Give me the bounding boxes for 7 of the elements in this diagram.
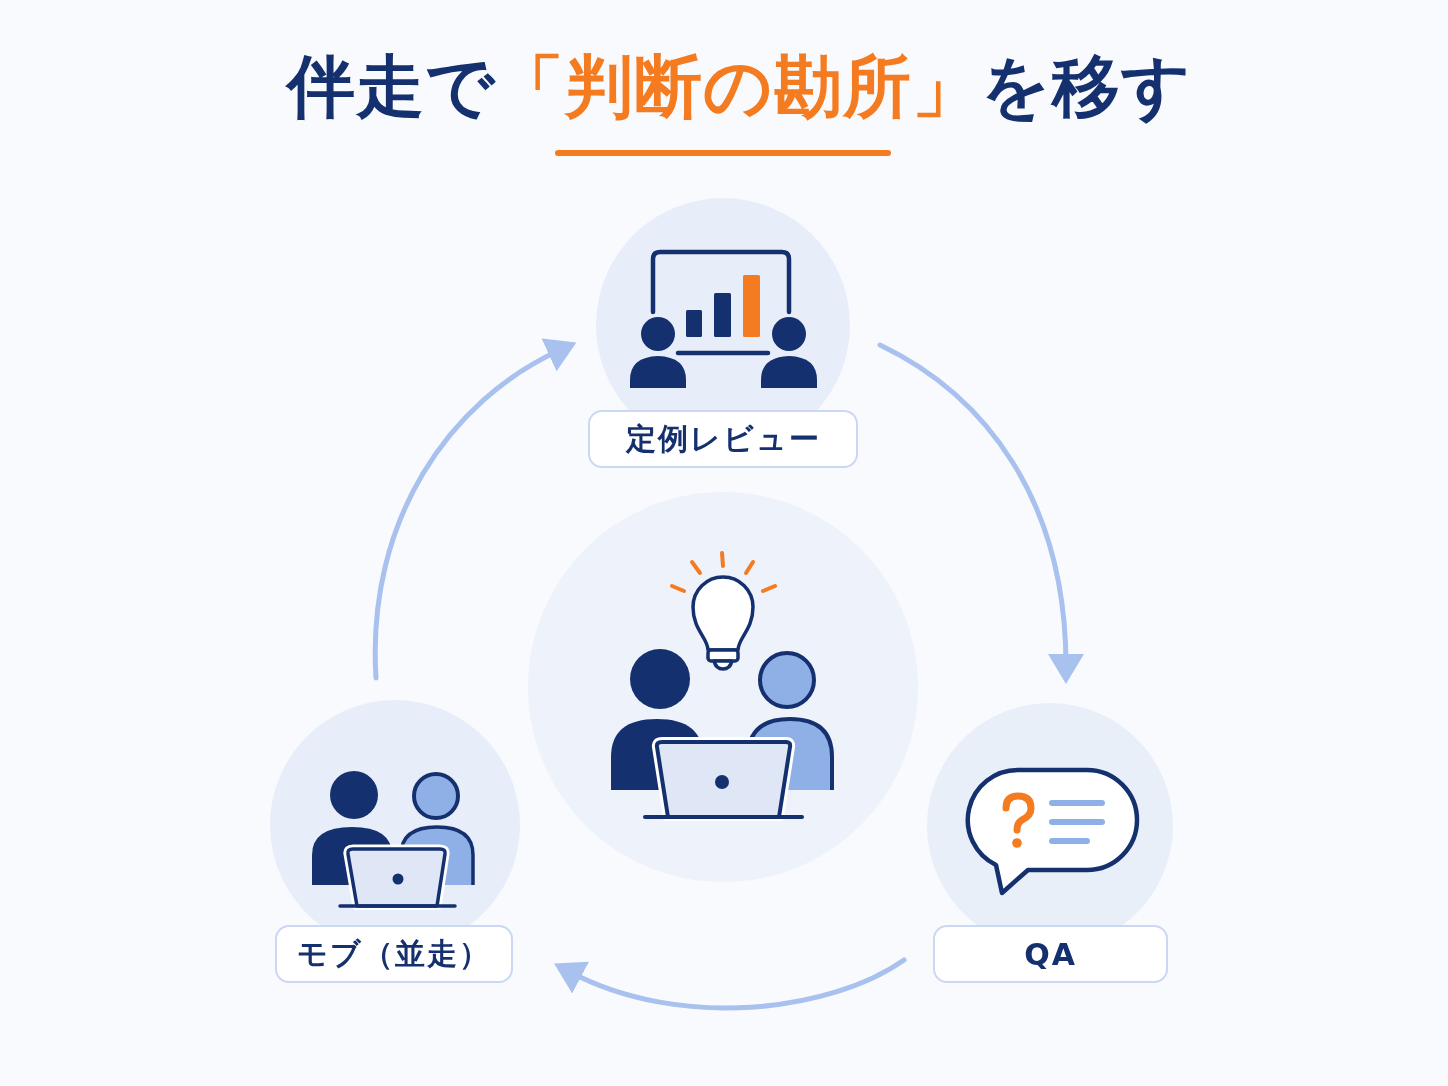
curved-arrow: [372, 339, 576, 681]
curved-arrow: [877, 342, 1084, 684]
title: 伴走で「判断の勘所」を移す: [286, 50, 1192, 125]
curved-arrow: [553, 957, 907, 1011]
label-box: QA: [933, 925, 1168, 983]
label-box: モブ（並走）: [275, 925, 513, 983]
label-box: 定例レビュー: [588, 410, 858, 468]
